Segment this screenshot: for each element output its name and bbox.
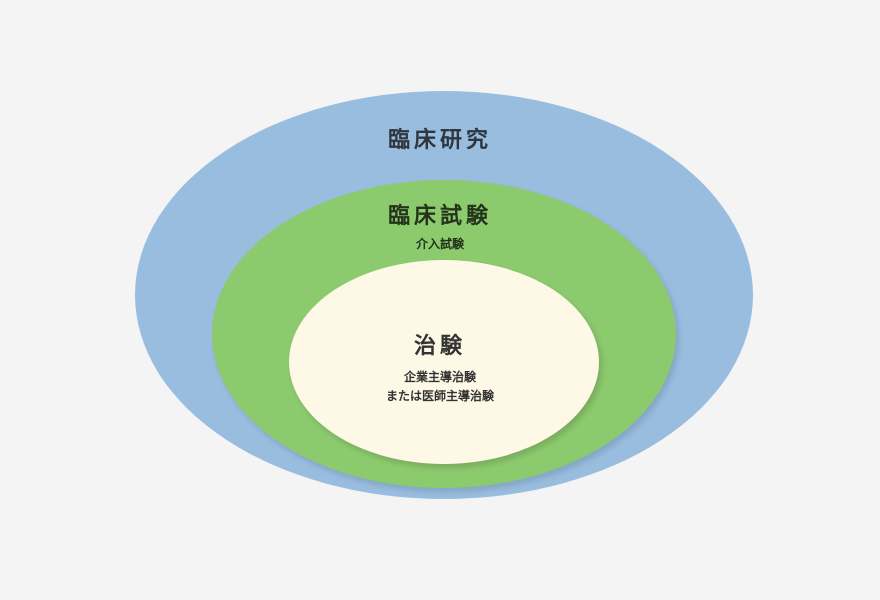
clinical-trial-label: 臨床試験 <box>387 204 492 229</box>
investigator-led-trial-label: または医師主導治験 <box>385 389 494 403</box>
clinical-research-label: 臨床研究 <box>387 128 492 153</box>
chiken-ellipse <box>289 260 599 464</box>
interventional-trial-label: 介入試験 <box>415 237 464 251</box>
company-led-trial-label: 企業主導治験 <box>403 370 476 384</box>
chiken-label: 治験 <box>413 334 466 359</box>
